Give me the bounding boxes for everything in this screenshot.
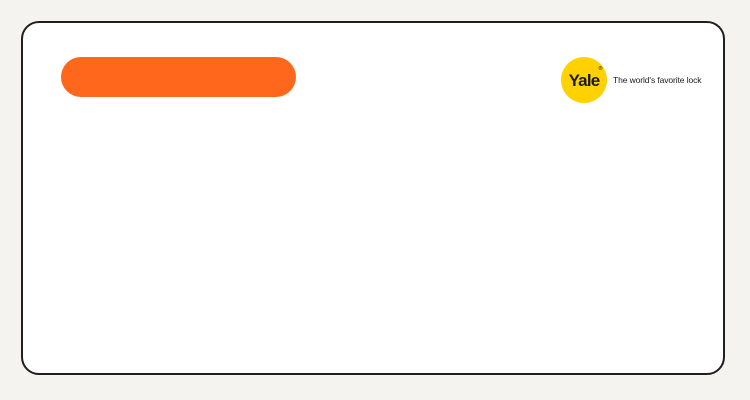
yale-logo-text: Yale <box>568 71 601 90</box>
orange-pill-banner <box>61 57 296 97</box>
content-card: Yale ® The world's favorite lock <box>21 21 725 375</box>
brand-tagline: The world's favorite lock <box>613 75 702 85</box>
yale-logo: Yale ® <box>561 57 607 103</box>
brand-lockup: Yale ® The world's favorite lock <box>561 57 702 103</box>
registered-mark: ® <box>598 66 603 72</box>
